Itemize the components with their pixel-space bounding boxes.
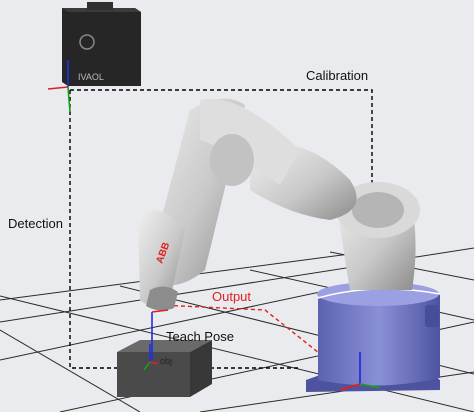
robot-base (306, 282, 441, 392)
obj-label: obj (160, 356, 173, 366)
camera-axes-icon (47, 60, 71, 113)
detection-label: Detection (8, 216, 63, 231)
teach-pose-axes-icon (151, 309, 169, 360)
robot-arm: ABB (138, 98, 420, 311)
camera: IVAOL (62, 2, 141, 86)
base-axes-icon (339, 352, 381, 391)
camera-brand-text: IVAOL (78, 72, 104, 82)
object-box (117, 340, 212, 397)
teach-pose-label: Teach Pose (166, 329, 234, 344)
output-label: Output (212, 289, 252, 304)
object-axes-icon (143, 344, 159, 371)
camera-logo-icon (79, 34, 95, 50)
calibration-label: Calibration (306, 68, 369, 83)
